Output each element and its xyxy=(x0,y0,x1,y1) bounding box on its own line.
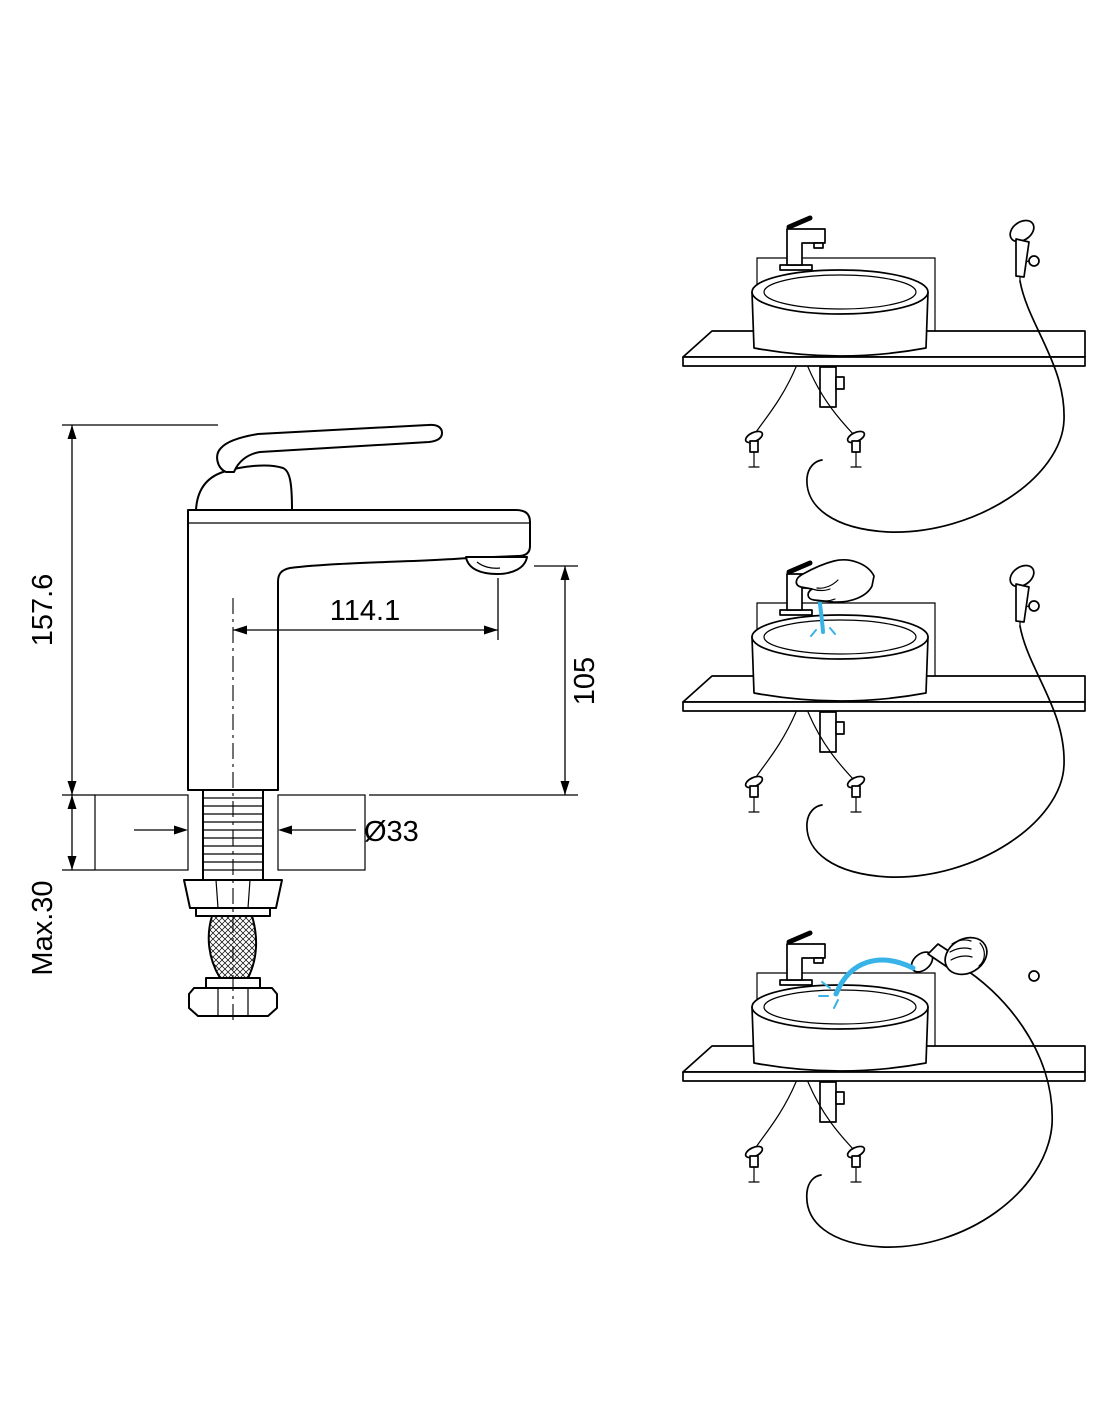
dimension-label-spout-reach: 114.1 xyxy=(330,595,400,627)
sprayer-in-hand xyxy=(910,936,988,976)
dimension-total-height: 157.6 xyxy=(27,424,218,796)
spray-splash xyxy=(818,981,839,1009)
installation-step-2 xyxy=(683,559,1085,878)
dimension-label-spout-height: 105 xyxy=(569,657,601,705)
installation-step-3 xyxy=(683,930,1085,1248)
water-splash xyxy=(810,627,836,637)
technical-drawing: 157.6 Max.30 114.1 105 Ø33 xyxy=(27,423,601,1022)
lever-handle xyxy=(216,423,443,473)
sprayer-hose xyxy=(806,965,1053,1248)
hand-on-lever xyxy=(795,559,875,603)
dimension-spout-reach: 114.1 xyxy=(233,578,499,640)
cartridge-dome xyxy=(195,464,293,511)
dimension-spout-height: 105 xyxy=(369,565,601,796)
dimension-label-total-height: 157.6 xyxy=(27,574,59,647)
faucet-body xyxy=(187,423,531,791)
dimension-label-max-thickness: Max.30 xyxy=(27,880,59,975)
spray-stream xyxy=(833,957,916,997)
wall-bracket xyxy=(1028,970,1040,982)
dimension-max-thickness: Max.30 xyxy=(27,795,95,976)
hose-nut xyxy=(188,987,278,1017)
dimension-label-hole-diameter: Ø33 xyxy=(364,816,419,848)
mounting-deck xyxy=(94,794,366,871)
flex-hose xyxy=(188,915,278,1017)
aerator xyxy=(465,556,528,575)
dimension-hole-diameter: Ø33 xyxy=(134,816,419,848)
